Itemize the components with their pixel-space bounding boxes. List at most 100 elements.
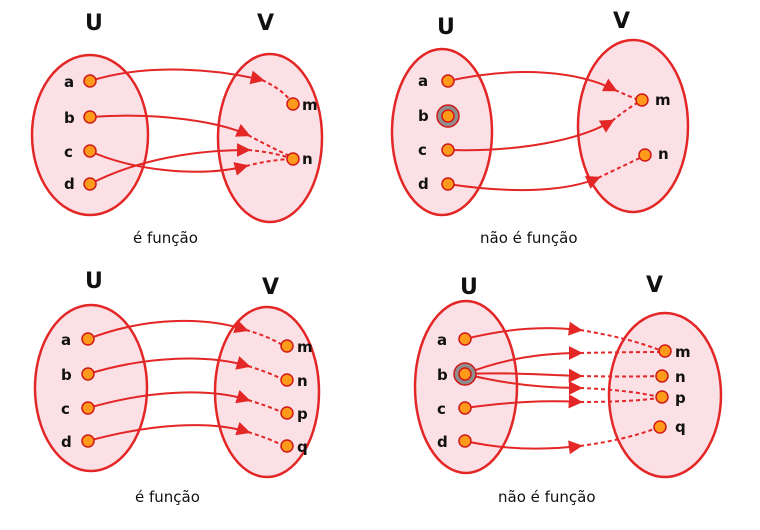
element-d-label: d: [64, 175, 75, 193]
element-n-label: n: [297, 372, 308, 390]
element-m-label: m: [302, 96, 318, 114]
set-v-ellipse: [216, 52, 324, 224]
diagram-panel-2: U V a b c d m n não é função: [390, 9, 690, 247]
set-v-label: V: [257, 11, 274, 36]
element-dot-c: [458, 401, 472, 415]
element-p-label: p: [675, 389, 686, 407]
element-a-label: a: [418, 72, 428, 90]
mapping-arrow-a-m: [89, 68, 291, 101]
panel-caption: não é função: [480, 229, 578, 247]
element-dot-a: [81, 332, 95, 346]
arrow-dashed-segment: [597, 156, 643, 179]
element-dot-b: [81, 367, 95, 381]
arrow-dashed-segment: [579, 397, 660, 403]
diagram-panel-3: U V a b c d m n p q é função: [33, 269, 321, 506]
arrow-solid-segment: [87, 421, 251, 442]
element-q-label: q: [297, 438, 308, 456]
element-a-label: a: [64, 73, 74, 91]
element-dot-q: [653, 420, 667, 434]
element-dot-a: [441, 74, 455, 88]
element-dot-b: [458, 367, 472, 381]
set-u-ellipse: [33, 303, 149, 473]
arrow-dashed-segment: [579, 351, 663, 354]
element-m-label: m: [655, 91, 671, 109]
arrow-solid-segment: [464, 373, 583, 395]
element-dot-n: [655, 369, 669, 383]
element-d-label: d: [418, 175, 429, 193]
element-dot-d: [83, 177, 97, 191]
arrow-solid-segment: [447, 71, 618, 92]
element-c-label: c: [61, 400, 70, 418]
mapping-arrow-b-m: [464, 346, 663, 375]
arrow-solid-segment: [464, 321, 583, 340]
set-u-label: U: [85, 269, 103, 294]
element-dot-m: [286, 97, 300, 111]
element-a-label: a: [61, 331, 71, 349]
element-c-label: c: [437, 400, 446, 418]
element-dot-b: [441, 109, 455, 123]
arrow-solid-segment: [464, 346, 583, 375]
arrow-dashed-segment: [579, 375, 660, 378]
arrow-solid-segment: [89, 68, 265, 85]
set-u-ellipse: [390, 47, 494, 217]
arrow-dashed-segment: [245, 158, 291, 167]
arrow-solid-segment: [89, 114, 251, 137]
mapping-arrow-d-q: [464, 427, 658, 455]
element-dot-p: [655, 390, 669, 404]
arrow-solid-segment: [89, 150, 249, 176]
arrow-solid-segment: [447, 175, 601, 192]
element-dot-a: [83, 74, 97, 88]
mapping-arrow-b-n: [464, 368, 660, 383]
arrow-dashed-segment: [579, 387, 660, 398]
element-d-label: d: [437, 433, 448, 451]
element-n-label: n: [675, 368, 686, 386]
element-dot-b: [83, 110, 97, 124]
mapping-arrow-b-p: [464, 373, 660, 398]
set-v-ellipse: [576, 38, 690, 214]
arrow-dashed-segment: [247, 134, 291, 157]
element-dot-q: [280, 439, 294, 453]
element-d-label: d: [61, 433, 72, 451]
arrow-dashed-segment: [579, 427, 658, 447]
element-dot-m: [280, 339, 294, 353]
element-dot-n: [286, 152, 300, 166]
panel-caption: é função: [135, 488, 200, 506]
set-v-label: V: [613, 9, 630, 34]
arrow-dashed-segment: [247, 149, 291, 159]
set-v-label: V: [262, 275, 279, 300]
element-dot-d: [81, 434, 95, 448]
mapping-arrow-d-n: [89, 143, 291, 185]
element-q-label: q: [675, 418, 686, 436]
element-dot-a: [458, 332, 472, 346]
element-n-label: n: [302, 150, 313, 168]
element-m-label: m: [675, 343, 691, 361]
mapping-arrow-c-p: [464, 394, 660, 409]
set-u-label: U: [437, 15, 455, 40]
element-c-label: c: [418, 141, 427, 159]
mapping-arrow-a-m: [464, 321, 663, 352]
element-a-label: a: [437, 331, 447, 349]
arrow-solid-segment: [87, 319, 249, 340]
diagram-panel-4: U V a b c d m n p q não é função: [413, 273, 723, 506]
set-u-ellipse: [413, 299, 519, 475]
element-dot-m: [635, 93, 649, 107]
mapping-arrow-c-n: [89, 150, 291, 176]
arrow-solid-segment: [447, 119, 615, 152]
set-u-label: U: [460, 275, 478, 300]
mapping-arrow-b-n: [89, 114, 291, 157]
panel-caption: não é função: [498, 488, 596, 506]
arrow-solid-segment: [464, 368, 583, 383]
arrow-dashed-segment: [579, 329, 663, 352]
element-n-label: n: [658, 145, 669, 163]
element-b-label: b: [437, 366, 448, 384]
mapping-arrow-d-n: [447, 156, 643, 192]
element-b-label: b: [61, 366, 72, 384]
element-dot-c: [83, 144, 97, 158]
element-m-label: m: [297, 338, 313, 356]
arrow-solid-segment: [87, 356, 251, 375]
arrow-solid-segment: [464, 394, 583, 409]
set-u-ellipse: [30, 53, 150, 217]
arrow-solid-segment: [89, 143, 251, 185]
set-u-label: U: [85, 11, 103, 36]
element-dot-c: [441, 143, 455, 157]
